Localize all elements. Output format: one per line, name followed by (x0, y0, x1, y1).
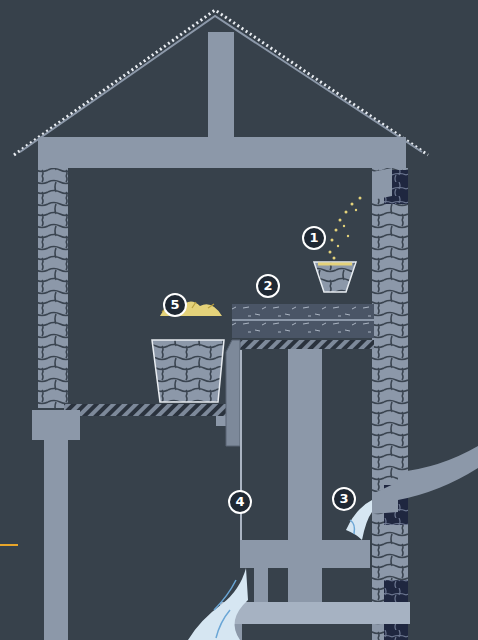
callout-number: 4 (228, 490, 252, 514)
callout-number: 1 (302, 226, 326, 250)
callout-number: 2 (256, 274, 280, 298)
callout-number: 5 (163, 293, 187, 317)
callout-number: 3 (332, 487, 356, 511)
